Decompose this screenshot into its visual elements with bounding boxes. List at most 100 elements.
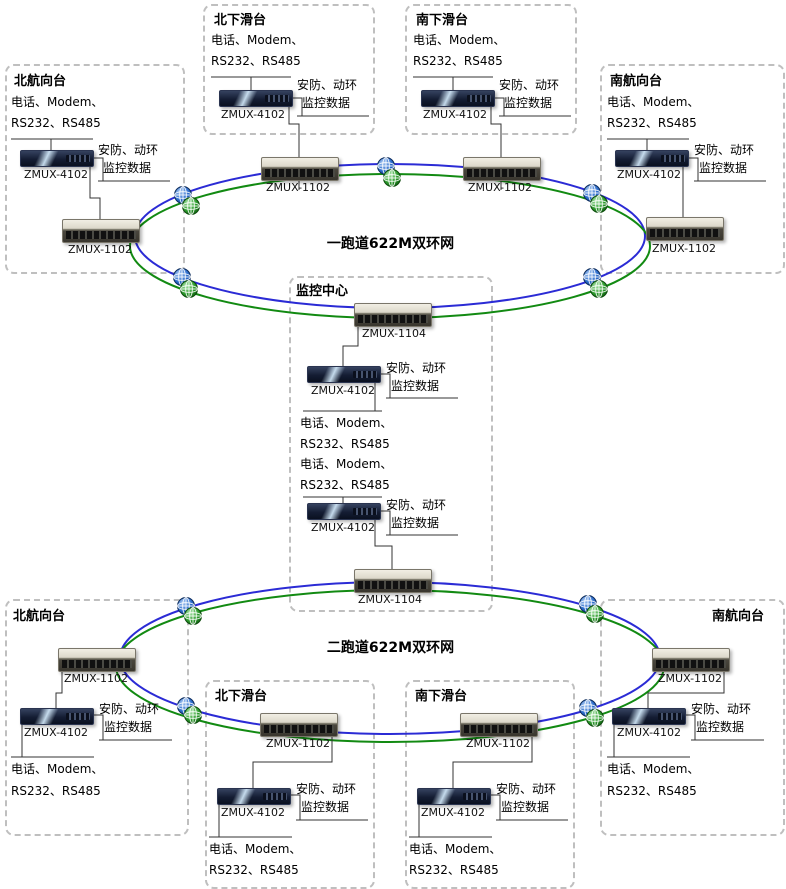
device-label-zmux-4102: ZMUX-4102: [311, 521, 376, 534]
globe-icon: [180, 280, 198, 298]
globe-icon: [586, 605, 604, 623]
rs232-rs485-label: RS232、RS485: [409, 863, 499, 877]
monitor-data-label: 监控数据: [103, 161, 152, 175]
monitor-data-label: 监控数据: [504, 96, 553, 110]
globe-icon: [383, 169, 401, 187]
device-zmux-4102: [219, 90, 293, 107]
security-monitor-label: 安防、动环: [297, 78, 358, 92]
rs232-rs485-label: RS232、RS485: [413, 54, 503, 68]
phone-modem-label: 电话、Modem、: [11, 762, 104, 776]
phone-modem-label: 电话、Modem、: [409, 842, 502, 856]
rs232-rs485-label: RS232、RS485: [11, 784, 101, 798]
globe-icon: [184, 706, 202, 724]
station-box-r1-south-course: [600, 64, 785, 274]
rs232-rs485-label: RS232、RS485: [209, 863, 299, 877]
security-monitor-label: 安防、动环: [499, 78, 560, 92]
device-zmux-4102: [20, 150, 94, 167]
station-title-r2-south-glide: 南下滑台: [415, 689, 468, 704]
security-monitor-label: 安防、动环: [694, 143, 755, 157]
device-zmux-4102: [612, 708, 686, 725]
station-title-r2-north-glide: 北下滑台: [215, 689, 268, 704]
device-zmux-1102: [652, 648, 730, 672]
station-title-r1-north-course: 北航向台: [14, 74, 67, 89]
device-label-zmux-4102: ZMUX-4102: [221, 806, 286, 819]
station-box-r2-north-glide: [205, 680, 375, 889]
device-label-zmux-4102: ZMUX-4102: [311, 384, 376, 397]
rs232-rs485-label: RS232、RS485: [607, 784, 697, 798]
phone-modem-label: 电话、Modem、: [11, 95, 104, 109]
rs232-rs485-label: RS232、RS485: [211, 54, 301, 68]
security-monitor-label: 安防、动环: [691, 702, 752, 716]
station-title-r1-south-course: 南航向台: [610, 74, 663, 89]
device-zmux-1102: [646, 217, 724, 241]
device-zmux-1102: [261, 157, 339, 181]
device-zmux-1102: [58, 648, 136, 672]
device-zmux-4102: [217, 788, 291, 805]
station-box-r1-north-course: [5, 64, 185, 274]
device-label-zmux-1102: ZMUX-1102: [266, 737, 331, 750]
device-label-zmux-4102: ZMUX-4102: [24, 168, 89, 181]
device-label-zmux-1102: ZMUX-1102: [266, 181, 331, 194]
device-zmux-4102: [421, 90, 495, 107]
station-title-r2-north-course: 北航向台: [13, 609, 66, 624]
station-box-r1-south-glide: [405, 4, 577, 135]
monitor-data-label: 监控数据: [699, 161, 748, 175]
monitor-data-label: 监控数据: [391, 379, 440, 393]
connector-lines: [11, 76, 766, 838]
device-label-zmux-1102: ZMUX-1102: [652, 242, 717, 255]
ring2-label: 二跑道622M双环网: [326, 640, 455, 656]
device-label-zmux-1102: ZMUX-1102: [658, 672, 723, 685]
globe-icon: [586, 709, 604, 727]
device-zmux-4102: [307, 503, 381, 520]
device-zmux-4102: [307, 366, 381, 383]
globe-icon: [590, 195, 608, 213]
device-zmux-1104: [354, 569, 432, 593]
device-label-zmux-4102: ZMUX-4102: [221, 108, 286, 121]
ring1-label: 一跑道622M双环网: [326, 236, 455, 252]
device-zmux-1102: [463, 157, 541, 181]
station-box-r1-north-glide: [203, 4, 375, 135]
device-zmux-1102: [460, 713, 538, 737]
monitor-data-label: 监控数据: [104, 720, 153, 734]
security-monitor-label: 安防、动环: [386, 498, 447, 512]
device-label-zmux-4102: ZMUX-4102: [423, 108, 488, 121]
station-title-r2-south-course: 南航向台: [712, 609, 765, 624]
security-monitor-label: 安防、动环: [99, 702, 160, 716]
station-box-control-center: [289, 276, 493, 612]
device-label-zmux-4102: ZMUX-4102: [617, 726, 682, 739]
station-title-r1-south-glide: 南下滑台: [416, 13, 469, 28]
device-label-zmux-1102: ZMUX-1102: [466, 737, 531, 750]
phone-modem-label: 电话、Modem、: [413, 33, 506, 47]
device-label-zmux-4102: ZMUX-4102: [617, 168, 682, 181]
device-label-zmux-1104: ZMUX-1104: [362, 327, 427, 340]
device-label-zmux-1104: ZMUX-1104: [358, 593, 423, 606]
rs232-rs485-label: RS232、RS485: [11, 116, 101, 130]
globe-icon: [184, 607, 202, 625]
security-monitor-label: 安防、动环: [296, 782, 357, 796]
device-label-zmux-1102: ZMUX-1102: [64, 672, 129, 685]
phone-modem-label: 电话、Modem、: [607, 95, 700, 109]
monitor-data-label: 监控数据: [302, 96, 351, 110]
device-zmux-4102: [417, 788, 491, 805]
device-label-zmux-4102: ZMUX-4102: [421, 806, 486, 819]
phone-modem-label: 电话、Modem、: [300, 457, 393, 471]
monitor-data-label: 监控数据: [301, 800, 350, 814]
device-zmux-1104: [354, 303, 432, 327]
station-title-control-center: 监控中心: [296, 284, 349, 299]
station-title-r1-north-glide: 北下滑台: [214, 13, 267, 28]
device-label-zmux-4102: ZMUX-4102: [24, 726, 89, 739]
device-label-zmux-1102: ZMUX-1102: [468, 181, 533, 194]
rs232-rs485-label: RS232、RS485: [300, 478, 390, 492]
security-monitor-label: 安防、动环: [496, 782, 557, 796]
monitor-data-label: 监控数据: [501, 800, 550, 814]
phone-modem-label: 电话、Modem、: [300, 416, 393, 430]
rs232-rs485-label: RS232、RS485: [300, 437, 390, 451]
security-monitor-label: 安防、动环: [386, 361, 447, 375]
globe-icon: [182, 197, 200, 215]
device-zmux-4102: [20, 708, 94, 725]
device-zmux-4102: [615, 150, 689, 167]
globe-icon: [590, 280, 608, 298]
monitor-data-label: 监控数据: [696, 720, 745, 734]
